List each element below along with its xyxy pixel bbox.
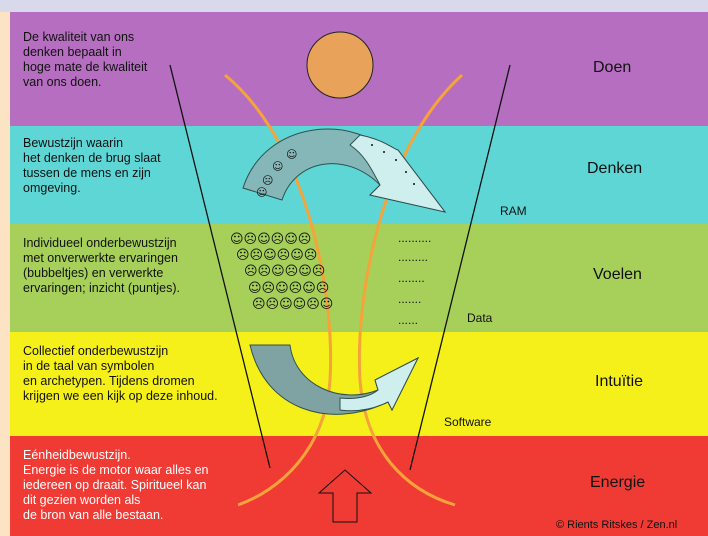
level-denken: Denken — [587, 160, 642, 178]
sun-head-icon — [307, 32, 373, 98]
dots-row-2: ......... — [398, 250, 428, 264]
copyright-credit: © Rients Ritskes / Zen.nl — [556, 519, 677, 531]
bubbles-row-4: ☺☹☺☹☺☹ — [248, 281, 329, 296]
ram-label: RAM — [500, 204, 527, 218]
level-voelen: Voelen — [593, 266, 642, 284]
dots-row-1: .......... — [398, 231, 431, 245]
funnel-right-line — [410, 65, 510, 470]
arrow-dot — [413, 183, 415, 185]
arrow-dot — [405, 171, 407, 173]
software-label: Software — [444, 415, 491, 429]
arrow-face-4: ☺ — [256, 186, 267, 199]
arrow-dot — [371, 144, 373, 146]
voelen-description: Individueel onderbewustzijn met onverwer… — [23, 236, 180, 296]
intuitie-arrow-head — [340, 358, 418, 411]
intuitie-description: Collectief onderbewustzijn in de taal va… — [23, 344, 218, 404]
level-intuitie: Intuïtie — [595, 373, 643, 391]
arrow-face-2: ☺ — [272, 160, 283, 173]
data-label: Data — [467, 311, 492, 325]
dots-row-4: ....... — [398, 292, 421, 306]
level-energie: Energie — [590, 474, 645, 492]
energie-description: Eénheidbewustzijn. Energie is de motor w… — [23, 448, 209, 523]
energy-up-arrow-icon — [319, 470, 371, 522]
arrow-dot — [383, 151, 385, 153]
level-doen: Doen — [593, 59, 631, 77]
arrow-face-1: ☺ — [286, 148, 297, 161]
dots-row-5: ...... — [398, 313, 418, 327]
bubbles-row-1: ☺☹☺☹☺☹ — [230, 232, 311, 247]
dots-row-3: ........ — [398, 271, 425, 285]
denken-arrow-head — [350, 135, 445, 212]
bubbles-row-3: ☹☹☺☹☺☹ — [244, 264, 325, 279]
arrow-dot — [395, 159, 397, 161]
denken-description: Bewustzijn waarin het denken de brug sla… — [23, 136, 161, 196]
bubbles-row-5: ☹☹☺☺☹☺ — [252, 297, 333, 312]
bubbles-row-2: ☹☹☺☹☺☹ — [236, 248, 317, 263]
doen-description: De kwaliteit van ons denken bepaalt in h… — [23, 30, 147, 90]
